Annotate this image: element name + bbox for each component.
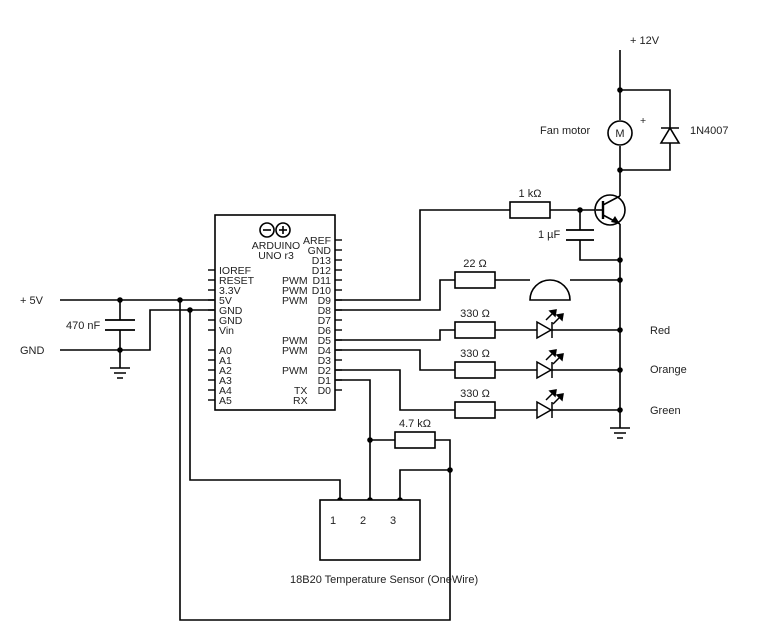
led-orange — [536, 349, 564, 380]
supply-gnd-label: GND — [20, 345, 45, 357]
npn-transistor — [594, 194, 626, 226]
arduino-pin-label: A5 — [219, 395, 232, 407]
arduino-pin-label: GND — [308, 245, 332, 257]
led-resistor-orange-label: 330 Ω — [460, 348, 490, 360]
arduino-pin-label: A0 — [219, 345, 232, 357]
arduino-pin-label: D12 — [312, 265, 331, 277]
arduino-pin-label: A3 — [219, 375, 232, 387]
led-resistor-red — [454, 321, 496, 339]
led-green-label: Green — [650, 405, 681, 417]
ground-symbol-left — [110, 367, 130, 379]
buzzer — [529, 279, 571, 301]
arduino-pin-label: D13 — [312, 255, 331, 267]
fan-motor-label: Fan motor — [540, 125, 590, 137]
sensor-title: 18B20 Temperature Sensor (OneWire) — [290, 574, 478, 586]
diode-label: 1N4007 — [690, 125, 729, 137]
arduino-pin-label: RESET — [219, 275, 255, 287]
sensor-pin-3: 3 — [390, 515, 396, 527]
arduino-pin-label: GND — [219, 305, 243, 317]
arduino-pin-label: D4 — [318, 345, 332, 357]
arduino-pin-label: A4 — [219, 385, 232, 397]
arduino-board: ARDUINO UNO r3 IOREFRESET3.3V5VGNDGNDVin… — [208, 214, 342, 411]
pwm-label-d10: PWM — [282, 285, 308, 297]
arduino-name: ARDUINO — [252, 240, 300, 252]
arduino-model: UNO r3 — [258, 250, 294, 262]
decoupling-capacitor-label: 470 nF — [66, 320, 101, 332]
junctions — [117, 87, 623, 503]
arduino-pin-label: D8 — [318, 305, 332, 317]
arduino-pin-label: D5 — [318, 335, 332, 347]
arduino-pin-label: 5V — [219, 295, 232, 307]
arduino-pin-label: D6 — [318, 325, 332, 337]
arduino-pin-label: D2 — [318, 365, 332, 377]
base-resistor — [509, 201, 551, 219]
pwm-label-d3: PWM — [282, 365, 308, 377]
sensor-pin-2: 2 — [360, 515, 366, 527]
fan-motor: M — [607, 120, 633, 146]
arduino-pin-label: A1 — [219, 355, 232, 367]
base-resistor-label: 1 kΩ — [519, 188, 542, 200]
arduino-pin-label: AREF — [303, 235, 331, 247]
temperature-sensor — [319, 499, 421, 561]
arduino-pin-label: Vin — [219, 325, 234, 337]
pullup-resistor-label: 4.7 kΩ — [399, 418, 431, 430]
arduino-pin-label: GND — [219, 315, 243, 327]
pullup-resistor — [394, 431, 436, 449]
arduino-pin-label: IOREF — [219, 265, 251, 277]
buzzer-resistor — [454, 271, 496, 289]
led-resistor-orange — [454, 361, 496, 379]
tx-label: TX — [294, 385, 307, 397]
led-resistor-red-label: 330 Ω — [460, 308, 490, 320]
base-capacitor — [566, 229, 594, 241]
arduino-pin-label: D9 — [318, 295, 332, 307]
led-red — [536, 309, 564, 340]
buzzer-resistor-label: 22 Ω — [463, 258, 487, 270]
led-resistor-green — [454, 401, 496, 419]
motor-symbol: M — [615, 128, 624, 140]
pwm-label-d6: PWM — [282, 335, 308, 347]
supply-12v-label: + 12V — [630, 35, 660, 47]
arduino-pin-label: D10 — [312, 285, 331, 297]
base-capacitor-label: 1 µF — [538, 229, 561, 241]
arduino-pin-label: D11 — [313, 275, 332, 287]
arduino-pin-label: D0 — [318, 385, 332, 397]
flyback-diode — [659, 126, 681, 144]
led-resistor-green-label: 330 Ω — [460, 388, 490, 400]
arduino-pin-label: D7 — [318, 315, 332, 327]
arduino-pin-label: D3 — [318, 355, 332, 367]
fan-plus-sign: + — [640, 115, 646, 127]
pwm-label-d11: PWM — [282, 275, 308, 287]
rx-label: RX — [293, 395, 308, 407]
decoupling-capacitor — [105, 319, 135, 331]
arduino-pin-label: A2 — [219, 365, 232, 377]
wires — [60, 50, 671, 621]
pwm-label-d5: PWM — [282, 345, 308, 357]
ground-symbol-right — [610, 427, 630, 439]
sensor-pin-1: 1 — [330, 515, 336, 527]
led-orange-label: Orange — [650, 364, 687, 376]
supply-5v-label: + 5V — [20, 295, 44, 307]
pwm-label-d9: PWM — [282, 295, 308, 307]
arduino-logo — [259, 222, 291, 238]
arduino-pin-label: 3.3V — [219, 285, 241, 297]
arduino-pin-label: D1 — [318, 375, 332, 387]
led-red-label: Red — [650, 325, 670, 337]
led-green — [536, 389, 564, 420]
